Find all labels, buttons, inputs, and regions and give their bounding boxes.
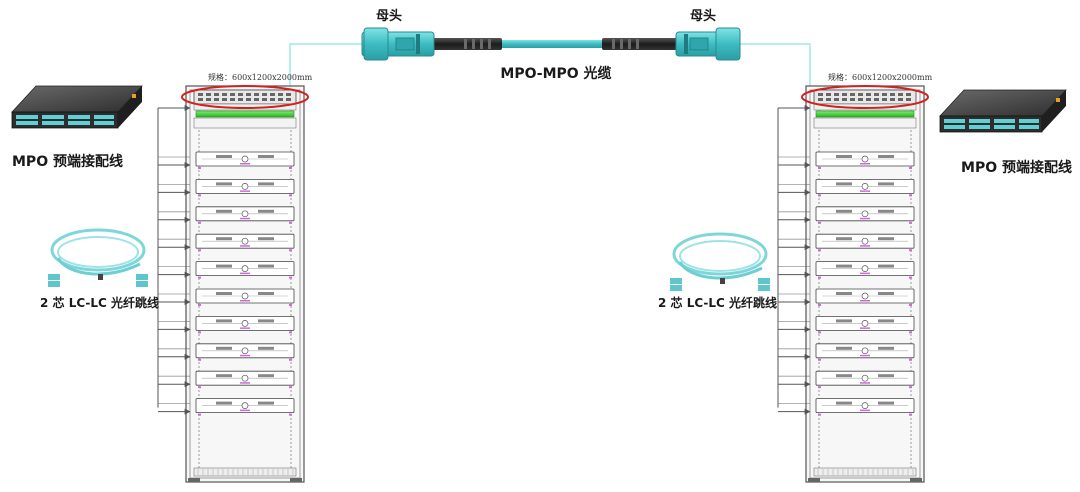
right-patch-panel-label: MPO 预端接配线: [961, 159, 1072, 176]
green-port-panel: [815, 110, 915, 118]
rack-server: [195, 151, 295, 169]
rack-frame: [185, 85, 305, 483]
server-rack-left: [157, 85, 309, 483]
rack-server: [195, 343, 295, 361]
mpo-patch-panel: [193, 89, 297, 105]
mpo-connector-icon: [675, 27, 741, 61]
rack-server: [815, 398, 915, 416]
rack-server: [195, 315, 295, 334]
rack-server: [815, 233, 915, 252]
rack-server: [195, 370, 295, 389]
rack-server: [195, 288, 295, 306]
highlight-ellipse: [181, 85, 309, 109]
left-patch-panel-label: MPO 预端接配线: [12, 153, 123, 170]
rack-server: [815, 370, 915, 389]
rack-server: [815, 343, 915, 361]
rack-server: [195, 261, 295, 279]
fiber-jumper-icon: [670, 232, 770, 291]
fiber-jumper-icon: [48, 228, 148, 287]
green-port-panel: [195, 110, 295, 118]
connector-right-label: 母头: [690, 8, 716, 24]
patch-panel-icon: [939, 89, 1067, 133]
rack-server: [815, 151, 915, 169]
rack-server: [815, 261, 915, 279]
rack-server: [815, 288, 915, 306]
rack-frame: [805, 85, 925, 483]
rack-server: [815, 206, 915, 224]
left-rack-spec: 规格：600x1200x2000mm: [208, 72, 313, 82]
mpo-mpo-cable: [289, 38, 811, 90]
mpo-patch-panel: [813, 89, 917, 105]
mpo-connector-icon: [361, 27, 435, 61]
connector-left-label: 母头: [376, 8, 402, 24]
rack-server: [195, 398, 295, 416]
highlight-ellipse: [801, 85, 929, 109]
server-rack-right: [777, 85, 929, 483]
jumper-routing-bracket: [777, 105, 811, 415]
rack-server: [815, 178, 915, 197]
patch-panel-icon: [11, 85, 143, 129]
rack-server: [815, 315, 915, 334]
cable-label: MPO-MPO 光缆: [500, 65, 611, 82]
rack-server: [195, 206, 295, 224]
jumper-routing-bracket: [157, 105, 191, 415]
left-jumper-label: 2 芯 LC-LC 光纤跳线: [40, 295, 159, 310]
rack-server: [195, 178, 295, 197]
rack-server: [195, 233, 295, 252]
right-rack-spec: 规格：600x1200x2000mm: [828, 72, 933, 82]
right-jumper-label: 2 芯 LC-LC 光纤跳线: [658, 295, 777, 310]
